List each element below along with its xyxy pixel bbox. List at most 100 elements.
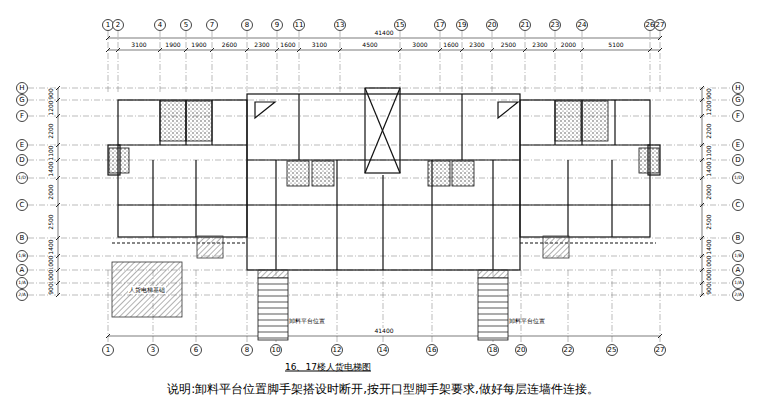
platform-step xyxy=(258,296,288,297)
axis-number: 3 xyxy=(151,347,155,354)
axis-circle xyxy=(207,20,218,31)
axis-letter: 1/B xyxy=(734,254,741,259)
dimension-tick xyxy=(700,203,704,207)
axis-circle xyxy=(607,345,618,356)
axis-number: 26 xyxy=(646,22,655,29)
grid-line xyxy=(440,31,441,94)
axis-circle xyxy=(272,20,283,31)
axis-letter: C xyxy=(20,202,25,209)
dimension: 2300 xyxy=(253,42,270,48)
grid-line xyxy=(118,31,119,94)
axis-circle xyxy=(191,345,202,356)
grid-line xyxy=(28,238,732,239)
axis-number: 18 xyxy=(489,347,498,354)
axis-number: 12 xyxy=(333,347,342,354)
axis-circle xyxy=(577,20,588,31)
dimension-tick xyxy=(700,293,704,297)
grid-line xyxy=(340,31,341,94)
axis-number: 2 xyxy=(116,22,120,29)
axis-circle xyxy=(17,140,28,151)
dimension-tick xyxy=(700,268,704,272)
grid-line xyxy=(299,31,300,94)
axis-circle xyxy=(733,290,744,301)
axis-circle xyxy=(733,233,744,244)
axis-circle xyxy=(113,20,124,31)
grid-line xyxy=(612,270,613,344)
dimension-tick xyxy=(56,254,60,258)
axis-circle xyxy=(435,20,446,31)
axis-letter: D xyxy=(735,157,740,164)
dimension: 2300 xyxy=(468,42,485,48)
platform-step xyxy=(258,302,288,303)
grid-line xyxy=(337,270,338,344)
note-text: 说明:卸料平台位置脚手架搭设时断开,按开口型脚手架要求,做好每层连墙件连接。 xyxy=(167,383,599,395)
axis-number: 5 xyxy=(184,22,188,29)
axis-number: 14 xyxy=(379,347,388,354)
dimension: 1600 xyxy=(279,42,296,48)
dimension-tick xyxy=(700,281,704,285)
dimension-tick xyxy=(523,48,527,52)
grid-line xyxy=(277,31,278,94)
axis-letter: F xyxy=(736,113,740,120)
dimension-tick xyxy=(56,293,60,297)
dimension-tick xyxy=(398,48,402,52)
axis-number: 6 xyxy=(194,347,198,354)
axis-circle xyxy=(516,345,527,356)
dimension-tick xyxy=(210,48,214,52)
axis-letter: B xyxy=(20,235,25,242)
axis-circle xyxy=(457,20,468,31)
dimension-tick xyxy=(56,203,60,207)
axis-circle xyxy=(733,173,744,184)
axis-circle xyxy=(17,155,28,166)
platform-step xyxy=(258,284,288,285)
platform-step xyxy=(478,326,508,327)
axis-circle xyxy=(563,345,574,356)
axis-circle xyxy=(181,20,192,31)
grid-line xyxy=(525,31,526,94)
dimension: 2300 xyxy=(531,42,548,48)
axis-circle xyxy=(17,95,28,106)
dimension-tick xyxy=(338,48,342,52)
platform-step xyxy=(478,314,508,315)
axis-circle xyxy=(17,251,28,262)
axis-number: 11 xyxy=(295,22,304,29)
axis-number: 1 xyxy=(106,347,110,354)
grid-line xyxy=(108,31,109,94)
axis-letter: 1/D xyxy=(18,176,26,181)
grid-line xyxy=(555,31,556,94)
axis-letter: G xyxy=(735,97,740,104)
drawing-title: 16、17楼人货电梯图 xyxy=(285,363,371,372)
platform-step xyxy=(478,290,508,291)
axis-circle xyxy=(520,20,531,31)
axis-number: 27 xyxy=(656,22,665,29)
dimension: 2500 xyxy=(706,213,712,230)
dimension: 2500 xyxy=(500,42,517,48)
axis-letter: A xyxy=(20,267,25,274)
grid-line xyxy=(28,145,732,146)
axis-letter: C xyxy=(736,202,741,209)
axis-circle xyxy=(17,200,28,211)
dimension: 3100 xyxy=(130,42,147,48)
platform-step xyxy=(258,290,288,291)
axis-letter: 1/B xyxy=(18,254,25,259)
grid-line xyxy=(660,270,661,344)
axis-circle xyxy=(17,111,28,122)
platform-step xyxy=(258,326,288,327)
axis-circle xyxy=(550,20,561,31)
axis-circle xyxy=(242,20,253,31)
platform-step xyxy=(478,296,508,297)
axis-circle xyxy=(733,200,744,211)
grid-line xyxy=(582,31,583,94)
dimension: 3100 xyxy=(311,42,328,48)
dimension: 2200 xyxy=(706,122,712,139)
dimension-tick xyxy=(700,158,704,162)
grid-line xyxy=(196,270,197,344)
axis-letter: B xyxy=(736,235,741,242)
grid-line xyxy=(660,31,661,94)
dimension: 1900 xyxy=(164,42,181,48)
axis-letter: H xyxy=(735,85,740,92)
dimension: 4500 xyxy=(361,42,378,48)
grid-line xyxy=(247,31,248,94)
dimension-tick xyxy=(297,48,301,52)
